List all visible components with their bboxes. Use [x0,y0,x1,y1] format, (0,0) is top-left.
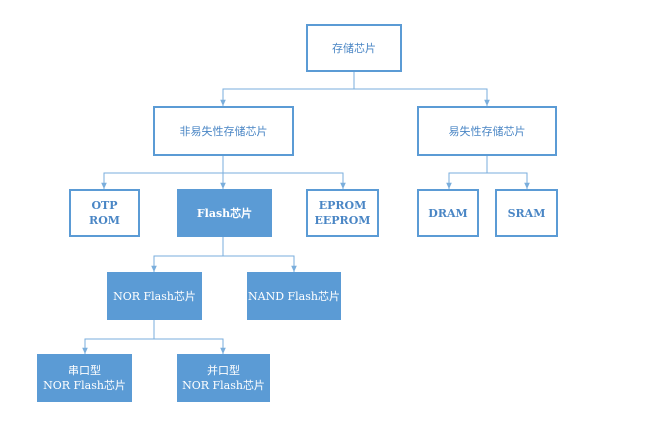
node-serial-nor-flash: 串口型 NOR Flash芯片 [37,354,132,402]
connector-nor-serial [82,320,155,354]
connector-root-volatile [354,88,490,106]
connector-nor-parallel [154,338,226,354]
node-nand-flash: NAND Flash芯片 [247,272,341,320]
node-volatile: 易失性存储芯片 [417,106,557,156]
node-sram: SRAM [495,189,558,237]
node-nonvolatile: 非易失性存储芯片 [153,106,294,156]
connector-nonvolatile-eeprom [223,172,346,189]
node-parallel-nor-flash: 并口型 NOR Flash芯片 [177,354,270,402]
node-dram: DRAM [417,189,479,237]
node-flash-chip: Flash芯片 [177,189,272,237]
node-nor-flash: NOR Flash芯片 [107,272,202,320]
node-eprom-eeprom: EPROM EEPROM [306,189,379,237]
connector-flash-nand [223,255,297,272]
connector-root-nonvolatile [220,72,355,106]
connector-volatile-dram [446,156,488,189]
connector-nonvolatile-otp [101,156,224,189]
node-storage-chip: 存储芯片 [306,24,402,72]
connector-flash-nor [151,237,224,272]
connector-volatile-sram [487,172,530,189]
node-otp-rom: OTP ROM [69,189,140,237]
